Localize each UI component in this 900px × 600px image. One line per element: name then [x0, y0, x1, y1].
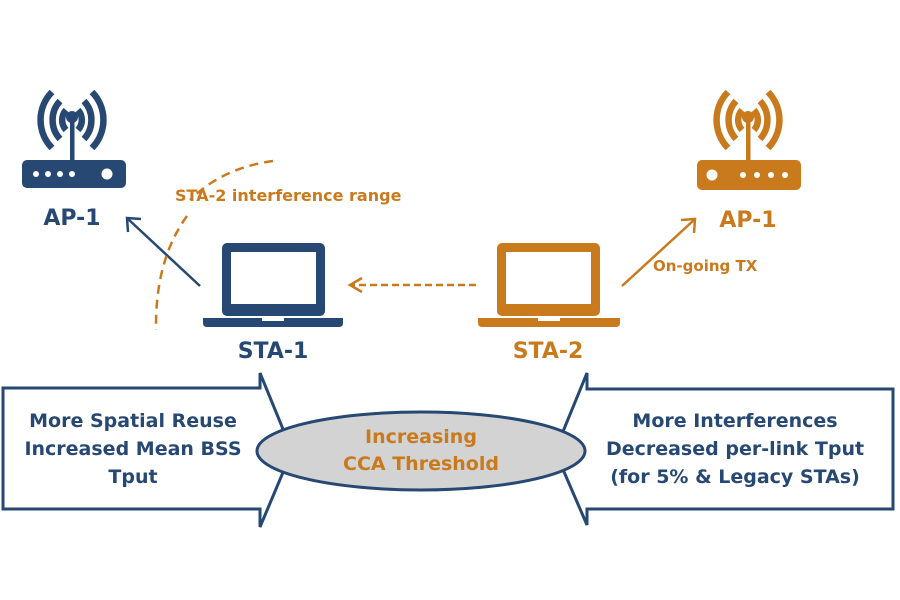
sta2-label: STA-2 — [513, 339, 584, 364]
ap-right-label: AP-1 — [719, 208, 776, 233]
left-effect-line1: More Spatial Reuse — [29, 410, 237, 432]
left-effect-block-arrow — [1, 372, 294, 528]
right-effect-line3: (for 5% & Legacy STAs) — [610, 466, 860, 488]
sta1-label: STA-1 — [238, 339, 309, 364]
sta2-laptop-icon — [478, 243, 620, 327]
center-line2: CCA Threshold — [343, 453, 499, 475]
ap-right-router-icon — [697, 89, 801, 190]
wifi-wave-outer-right — [89, 89, 107, 151]
right-effect-line1: More Interferences — [632, 410, 837, 432]
sta1-to-ap-arrow — [125, 216, 201, 287]
interference-range-label: STA-2 interference range — [175, 186, 402, 205]
left-effect-line3: Tput — [108, 466, 157, 488]
ongoing-tx-label: On-going TX — [653, 257, 758, 275]
right-effect-line2: Decreased per-link Tput — [606, 438, 864, 460]
interference-dashed-arrow — [347, 276, 476, 294]
ap-left-label: AP-1 — [43, 206, 100, 231]
wifi-wave-outer-left — [37, 89, 55, 151]
interference-range-arc — [154, 159, 274, 331]
cca-threshold-ellipse — [255, 410, 587, 492]
left-effect-line2: Increased Mean BSS — [24, 438, 241, 460]
center-line1: Increasing — [365, 426, 477, 448]
ap-left-router-icon — [22, 89, 126, 188]
right-effect-block-arrow — [553, 372, 895, 526]
sta1-laptop-icon — [203, 243, 343, 327]
sta2-to-ap-arrow — [621, 217, 697, 287]
